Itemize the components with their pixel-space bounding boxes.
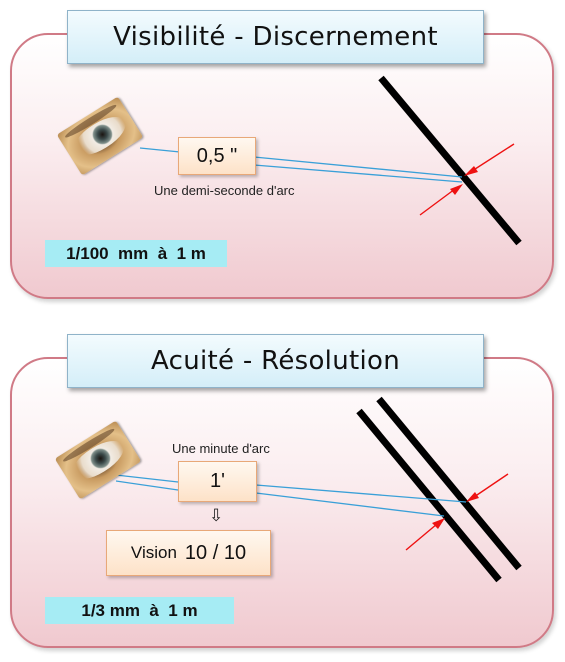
top-pointer-lower xyxy=(419,188,456,216)
vision-box: Vision 10 / 10 xyxy=(106,530,271,576)
top-pointer-lower-head xyxy=(450,184,463,195)
top-pointer-upper-head xyxy=(464,166,478,176)
bottom-target-line-1 xyxy=(356,408,502,583)
vision-label: Vision xyxy=(130,543,177,562)
bottom-pointer-upper-head xyxy=(466,492,479,502)
vision-value: 10 / 10 xyxy=(184,541,247,564)
top-measure: 1/100 mm à 1 m xyxy=(45,240,227,267)
bottom-ray-eye-upper xyxy=(115,474,179,483)
top-angle-caption: Une demi-seconde d'arc xyxy=(154,183,295,198)
top-pointer-upper xyxy=(471,143,515,172)
top-target-line xyxy=(378,75,522,246)
bottom-ray-upper xyxy=(255,484,467,503)
top-ray-lower xyxy=(253,164,463,183)
bottom-pointer-lower xyxy=(405,523,438,551)
bottom-ray-eye-lower xyxy=(115,480,179,491)
top-angle-box: 0,5 " xyxy=(178,137,256,175)
bottom-target-line-2 xyxy=(376,396,522,571)
top-title: Visibilité - Discernement xyxy=(67,10,484,64)
bottom-pointer-upper xyxy=(473,473,509,498)
bottom-angle-box: 1' xyxy=(178,461,257,502)
top-ray-upper xyxy=(253,156,463,178)
top-ray-eye xyxy=(139,147,181,153)
bottom-title: Acuité - Résolution xyxy=(67,334,484,388)
bottom-measure: 1/3 mm à 1 m xyxy=(45,597,234,624)
bottom-pointer-lower-head xyxy=(432,518,445,529)
bottom-ray-lower xyxy=(255,492,445,517)
down-arrow-icon: ⇩ xyxy=(209,506,224,525)
bottom-angle-caption: Une minute d'arc xyxy=(172,441,270,456)
